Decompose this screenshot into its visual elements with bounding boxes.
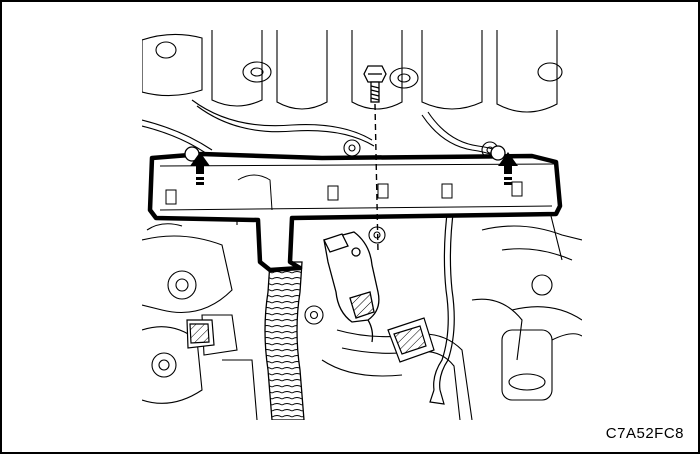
sensor-wiring <box>429 205 455 405</box>
engine-line-drawing <box>142 30 582 420</box>
connector-plugs <box>186 317 435 363</box>
cover-outline <box>147 151 563 273</box>
figure-code: C7A52FC8 <box>605 425 684 442</box>
corrugated-hose <box>264 261 305 420</box>
engine-background <box>142 30 582 420</box>
arrow-up-icon <box>498 152 518 185</box>
fuel-rail-cover <box>147 145 563 273</box>
arrow-up-icon <box>190 152 210 185</box>
pressure-sensor <box>323 231 380 343</box>
bolt-icon <box>363 65 387 103</box>
engine-illustration <box>142 30 582 420</box>
alignment-line <box>374 103 379 253</box>
